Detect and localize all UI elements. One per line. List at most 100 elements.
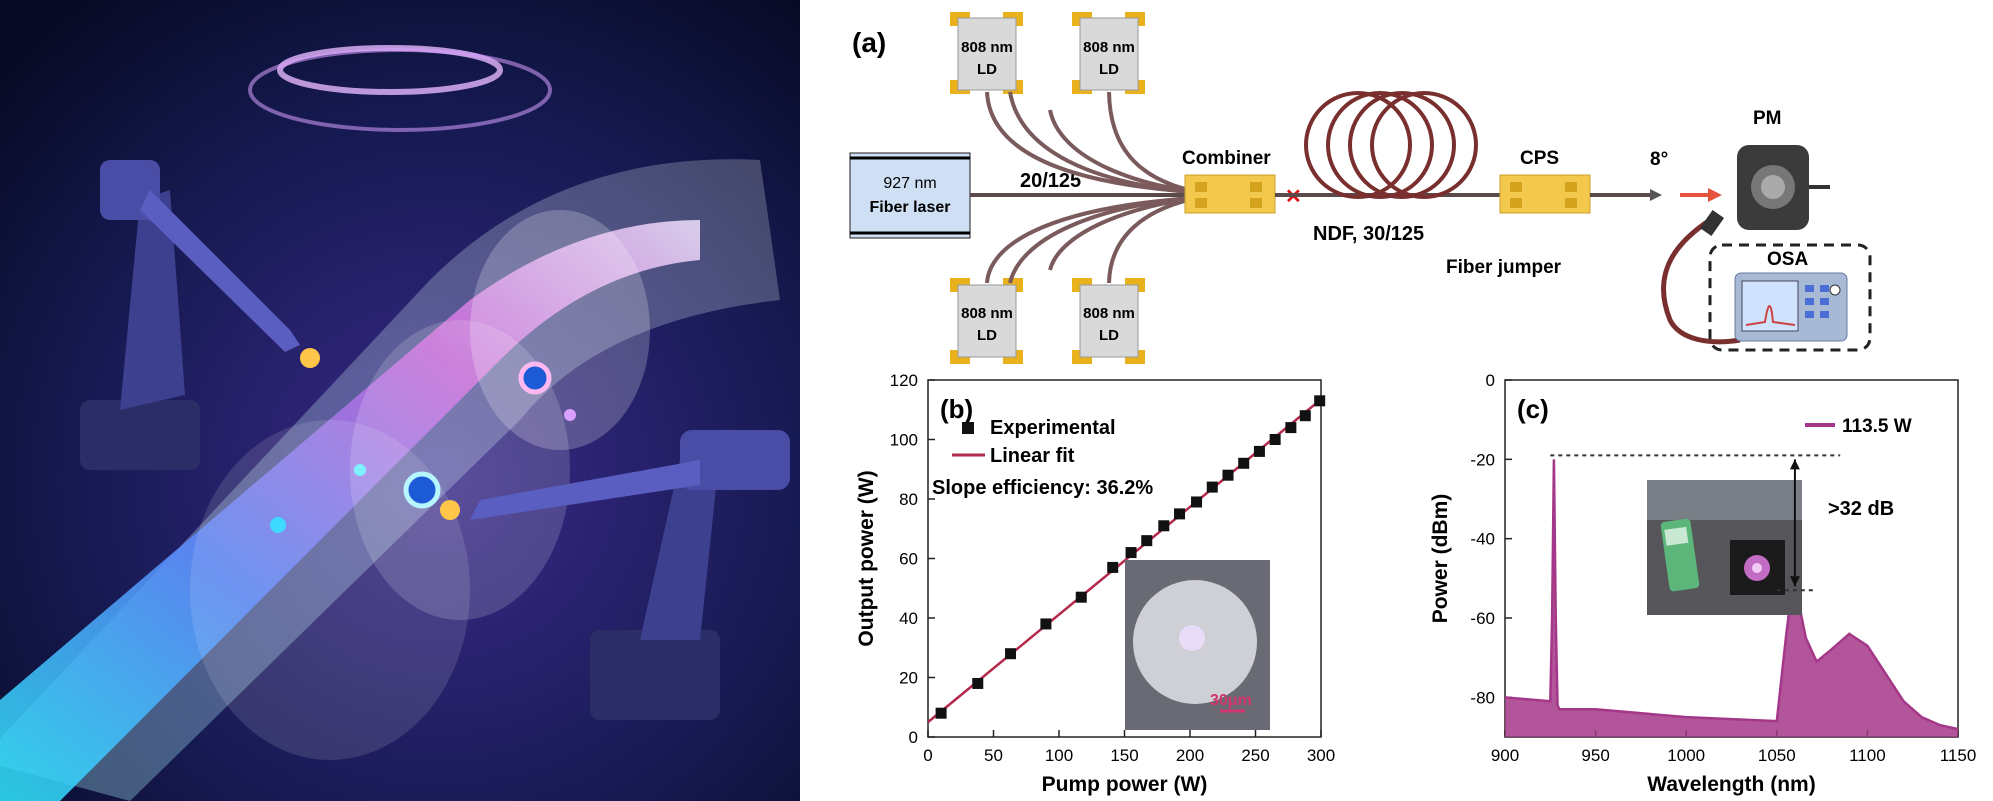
dynamic-range-label: >32 dB [1828, 498, 1894, 520]
y-axis-label: Power (dBm) [1429, 494, 1452, 624]
y-tick-label: -40 [1470, 530, 1495, 549]
data-point [1222, 469, 1234, 481]
spectrum-fill [1505, 459, 1958, 737]
arrow-head-down [1789, 576, 1800, 587]
data-point [1253, 445, 1265, 457]
svg-text:LD: LD [977, 327, 997, 344]
setup-photo-inset [1647, 480, 1802, 615]
data-point [1285, 422, 1297, 434]
data-point [1107, 561, 1119, 573]
fiber-spec-label: 20/125 [1020, 170, 1081, 192]
fiber-jumper-label: Fiber jumper [1446, 257, 1562, 278]
x-tick-label: 100 [1045, 746, 1073, 765]
x-tick-label: 0 [923, 746, 932, 765]
data-point [1299, 410, 1311, 422]
y-tick-label: -80 [1470, 688, 1495, 707]
fiber-jumper [1661, 217, 1741, 345]
x-tick-label: 250 [1241, 746, 1269, 765]
y-tick-label: 80 [899, 490, 918, 509]
data-point [1238, 457, 1250, 469]
x-tick-label: 1000 [1667, 746, 1705, 765]
x-axis-label: Pump power (W) [1042, 773, 1208, 796]
y-tick-label: 0 [909, 728, 918, 747]
x-tick-label: 1150 [1940, 746, 1977, 765]
x-tick-label: 950 [1581, 746, 1609, 765]
panel-a-label: (a) [852, 27, 886, 58]
svg-text:808 nm: 808 nm [1083, 39, 1135, 56]
y-tick-label: 0 [1486, 371, 1495, 390]
data-point [1191, 496, 1203, 508]
combiner-label: Combiner [1182, 148, 1271, 169]
y-tick-label: 20 [899, 669, 918, 688]
plot-b: (b) 0 50 100 150 200 250 300 0 20 40 60 80 100 120Pum… [855, 371, 1335, 796]
legend-spectrum: 113.5 W [1842, 416, 1912, 437]
ndf-label: NDF, 30/125 [1313, 223, 1424, 245]
cps [1499, 174, 1591, 214]
ld-module: 808 nm LD [1072, 12, 1145, 94]
data-point [1206, 481, 1218, 493]
svg-text:LD: LD [1099, 61, 1119, 78]
data-point [1075, 591, 1087, 603]
osa-frame [1708, 243, 1872, 352]
data-point [1125, 547, 1137, 559]
x-tick-label: 50 [984, 746, 1003, 765]
arrow-head-up [1789, 459, 1800, 470]
data-point [1174, 508, 1186, 520]
svg-text:808 nm: 808 nm [961, 305, 1013, 322]
data-point [1158, 520, 1170, 532]
x-tick-label: 300 [1307, 746, 1335, 765]
seed-laser-line2: Fiber laser [870, 199, 951, 216]
x-tick-label: 200 [1176, 746, 1204, 765]
osa-label: OSA [1767, 249, 1808, 270]
data-point [935, 707, 947, 719]
data-point [1314, 395, 1326, 407]
x-tick-label: 150 [1110, 746, 1138, 765]
osa-icon [1734, 272, 1848, 342]
svg-text:808 nm: 808 nm [1083, 305, 1135, 322]
data-point [1141, 535, 1153, 547]
fiber-endface-inset: 30μm [1125, 560, 1270, 730]
cover-illustration [0, 0, 800, 801]
x-tick-label: 1100 [1849, 746, 1886, 765]
cps-label: CPS [1520, 148, 1559, 169]
slope-efficiency: Slope efficiency: 36.2% [932, 477, 1153, 499]
y-tick-label: -20 [1470, 450, 1495, 469]
scale-bar-label: 30μm [1210, 692, 1252, 709]
svg-text:LD: LD [977, 61, 997, 78]
x-tick-label: 1050 [1758, 746, 1796, 765]
pump-fibers [985, 91, 1216, 284]
y-tick-label: 60 [899, 550, 918, 569]
robot-arm-icon [80, 160, 320, 470]
setup-diagram: (a) 927 nm Fiber laser 20/125 808 nm LD … [849, 12, 1872, 364]
y-tick-label: 100 [890, 431, 918, 450]
x-axis-label: Wavelength (nm) [1647, 773, 1815, 796]
ndf-coil [1304, 91, 1478, 199]
angle-label: 8° [1650, 149, 1668, 170]
ld-module: 808 nm LD [1072, 278, 1145, 364]
legend-marker-experimental [962, 422, 974, 434]
panel-b-label: (b) [940, 394, 973, 424]
data-point [1269, 434, 1281, 445]
plot-c: (c) 900 950 1000 1050 1100 1150 0 -20 -40 -60 -80W… [1429, 371, 1977, 796]
y-tick-label: 40 [899, 609, 918, 628]
seed-laser-line1: 927 nm [883, 175, 936, 192]
ld-module: 808 nm LD [950, 278, 1023, 364]
svg-text:LD: LD [1099, 327, 1119, 344]
y-tick-label: -60 [1470, 609, 1495, 628]
svg-text:808 nm: 808 nm [961, 39, 1013, 56]
legend-experimental: Experimental [990, 417, 1116, 439]
seed-laser-box [849, 152, 971, 239]
data-point [1005, 648, 1017, 660]
data-point [972, 677, 984, 689]
combiner [1184, 174, 1276, 214]
x-tick-label: 900 [1491, 746, 1519, 765]
robot-arm-icon [440, 430, 790, 720]
y-axis-label: Output power (W) [855, 470, 878, 646]
pm-label: PM [1753, 108, 1782, 129]
y-tick-label: 120 [890, 371, 918, 390]
data-point [1040, 618, 1052, 630]
panel-c-label: (c) [1517, 394, 1549, 424]
ld-module: 808 nm LD [950, 12, 1023, 94]
power-meter [1737, 145, 1830, 230]
legend-linear: Linear fit [990, 445, 1075, 467]
